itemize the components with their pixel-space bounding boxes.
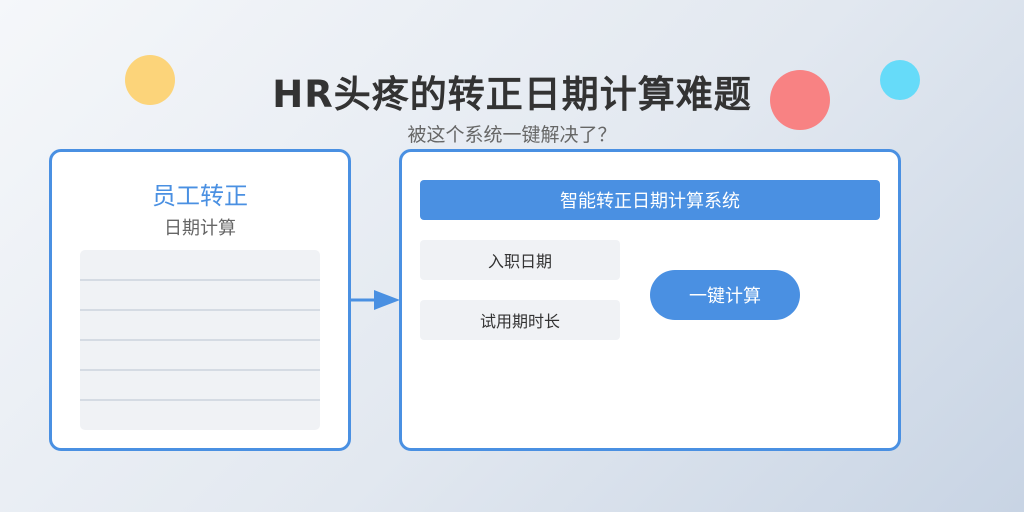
document-line bbox=[80, 369, 320, 371]
calculate-button[interactable]: 一键计算 bbox=[650, 270, 800, 320]
employee-card-title: 员工转正 bbox=[152, 182, 248, 210]
decor-circle-yellow bbox=[125, 55, 175, 105]
employee-card-subtitle: 日期计算 bbox=[164, 218, 236, 239]
calculator-card: 智能转正日期计算系统 入职日期 试用期时长 一键计算 bbox=[399, 149, 901, 451]
page-title: HR头疼的转正日期计算难题 bbox=[272, 73, 752, 116]
document-lines bbox=[80, 250, 320, 430]
document-line bbox=[80, 309, 320, 311]
probation-duration-field[interactable]: 试用期时长 bbox=[420, 300, 620, 340]
document-line bbox=[80, 279, 320, 281]
system-header: 智能转正日期计算系统 bbox=[420, 180, 880, 220]
decor-circle-red bbox=[770, 70, 830, 130]
arrow-right-icon bbox=[350, 290, 400, 310]
decor-circle-cyan bbox=[880, 60, 920, 100]
page-subtitle: 被这个系统一键解决了？ bbox=[407, 124, 617, 146]
hire-date-field[interactable]: 入职日期 bbox=[420, 240, 620, 280]
document-line bbox=[80, 399, 320, 401]
document-line bbox=[80, 339, 320, 341]
employee-card: 员工转正 日期计算 bbox=[49, 149, 351, 451]
